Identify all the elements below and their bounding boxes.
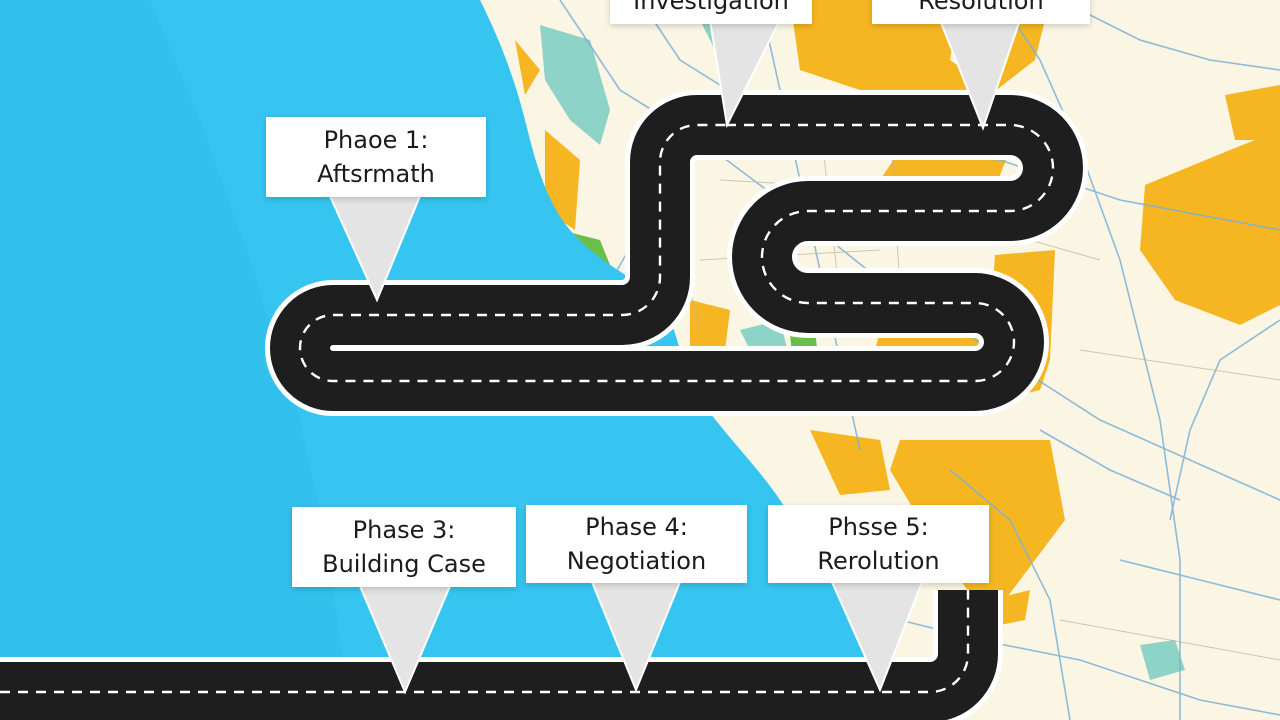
phase-label-line: Phsse 5: — [828, 513, 929, 541]
phase-label-line: Phase 4: — [585, 513, 688, 541]
phase-label-line: Rerolution — [817, 547, 940, 575]
phase-label-line: Resolution — [918, 0, 1044, 15]
route-centerline — [298, 123, 1055, 383]
phase-label-line: Aftsrmath — [317, 160, 435, 188]
route-centerline-bottom — [0, 590, 970, 694]
phase-label-resolution-top: Resolution — [872, 0, 1090, 24]
phase-label-phase-1: Phaoe 1: Aftsrmath — [266, 117, 486, 197]
phase-label-investigation: Investigation — [610, 0, 812, 24]
route-road — [0, 90, 1088, 720]
phase-label-line: Building Case — [322, 550, 486, 578]
phase-label-phase-3: Phase 3: Building Case — [292, 507, 516, 587]
water-shade — [0, 0, 350, 720]
phase-label-line: Investigation — [633, 0, 789, 15]
phase-label-line: Negotiation — [566, 547, 707, 575]
phase-label-phase-5: Phsse 5: Rerolution — [768, 505, 989, 583]
phase-label-line: Phaoe 1: — [323, 126, 429, 154]
phase-label-phase-4: Phase 4: Negotiation — [526, 505, 747, 583]
phase-label-line: Phase 3: — [352, 516, 456, 544]
